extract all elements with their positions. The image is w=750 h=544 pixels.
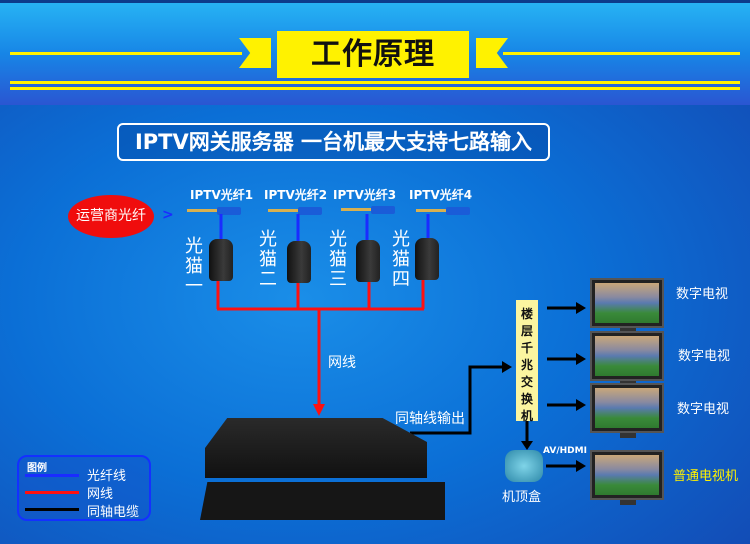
iptv-gateway-server-back xyxy=(205,418,427,478)
legend-title: 图例 xyxy=(27,463,47,474)
legend: 图例 光纤线 网线 同轴电缆 xyxy=(17,455,151,521)
optical-modem xyxy=(356,240,380,282)
coax-output-label: 同轴线输出 xyxy=(395,411,465,427)
top-bar xyxy=(0,0,750,3)
iptv-gateway-server-front xyxy=(200,482,445,520)
tv-label: 数字电视 xyxy=(677,402,730,417)
floor-switch: 楼层千兆交换机 xyxy=(516,300,538,423)
fiber-label: IPTV光纤3 xyxy=(333,188,397,202)
modem-label: 光猫一 xyxy=(185,236,203,297)
network-label: 网线 xyxy=(328,355,356,371)
tv-label: 数字电视 xyxy=(678,349,731,364)
header-double-line xyxy=(10,87,740,90)
tv xyxy=(590,450,664,505)
fiber-label: IPTV光纤1 xyxy=(190,188,254,202)
network-lines xyxy=(216,280,425,408)
header-line-right xyxy=(503,52,740,55)
legend-label: 光纤线 xyxy=(87,469,127,484)
tv-label: 数字电视 xyxy=(676,287,729,302)
coax-lines xyxy=(410,306,578,468)
coax-arrows xyxy=(502,302,586,472)
fiber-label: IPTV光纤2 xyxy=(264,188,328,202)
network-arrow xyxy=(313,404,325,416)
subtitle-banner: IPTV网关服务器 一台机最大支持七路输入 xyxy=(117,123,550,161)
optical-modem xyxy=(287,241,311,283)
isp-fiber-badge: 运营商光纤 xyxy=(68,195,154,238)
fiber-connectors xyxy=(187,206,470,215)
page-title: 工作原理 xyxy=(277,31,469,78)
optical-modem xyxy=(209,239,233,281)
av-hdmi-label: AV/HDMI xyxy=(543,446,587,456)
header-double-line xyxy=(10,81,740,84)
tv-label: 普通电视机 xyxy=(673,469,739,484)
modem-label: 光猫二 xyxy=(259,229,277,290)
stb-label: 机顶盒 xyxy=(502,490,542,505)
fiber-lines xyxy=(219,214,430,245)
header-line-left xyxy=(10,52,242,55)
modem-label: 光猫四 xyxy=(392,229,410,290)
legend-label: 同轴电缆 xyxy=(87,505,140,520)
legend-swatch-network xyxy=(25,491,79,494)
optical-modem xyxy=(415,238,439,280)
legend-label: 网线 xyxy=(87,487,114,502)
tv xyxy=(590,331,664,386)
switch-label: 楼层千兆交换机 xyxy=(520,307,533,423)
legend-swatch-coax xyxy=(25,508,79,511)
fiber-label: IPTV光纤4 xyxy=(409,188,473,202)
tv xyxy=(590,383,664,438)
tv xyxy=(590,278,664,333)
set-top-box xyxy=(505,450,543,482)
legend-swatch-fiber xyxy=(25,474,79,477)
source-arrow: > xyxy=(162,207,174,223)
modem-label: 光猫三 xyxy=(329,229,347,290)
